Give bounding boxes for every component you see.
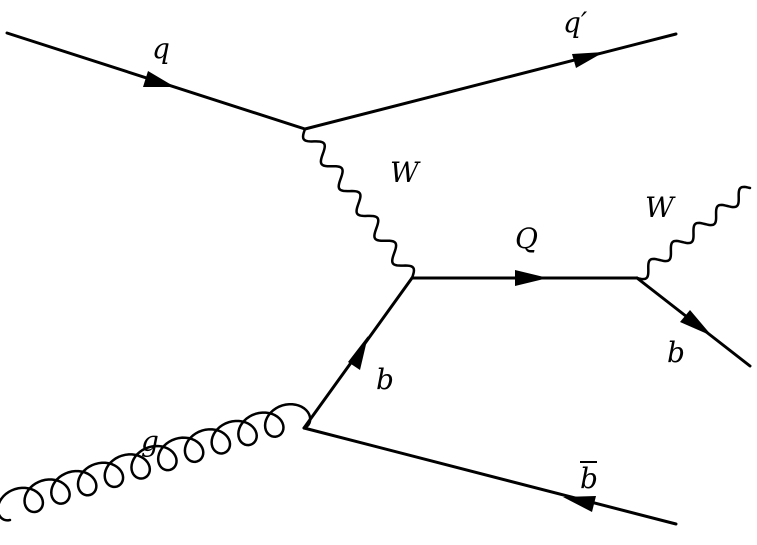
- antib-line: [302, 426, 678, 526]
- w-decay-boson: [635, 185, 752, 281]
- label-w-exchange: W: [390, 156, 421, 189]
- outgoing-quark-arrow: [572, 52, 604, 68]
- label-b-bar: b: [580, 462, 598, 495]
- b-decay-arrow: [680, 310, 712, 336]
- label-q-prime: q′: [563, 6, 588, 39]
- label-w-decay: W: [645, 191, 676, 224]
- w-exchange-boson: [301, 127, 416, 280]
- antib-arrow: [563, 496, 596, 512]
- gluon-line: [0, 402, 312, 522]
- incoming-quark-arrow: [143, 71, 175, 87]
- heavy-quark-arrow: [515, 270, 548, 286]
- label-b-internal: b: [376, 363, 394, 396]
- label-b-decay: b: [667, 336, 685, 369]
- label-q: q: [152, 32, 170, 65]
- label-gluon: g: [141, 425, 159, 458]
- b-internal-arrow: [348, 336, 368, 370]
- outgoing-quark-line: [303, 32, 678, 131]
- label-heavy-quark: Q: [515, 222, 538, 255]
